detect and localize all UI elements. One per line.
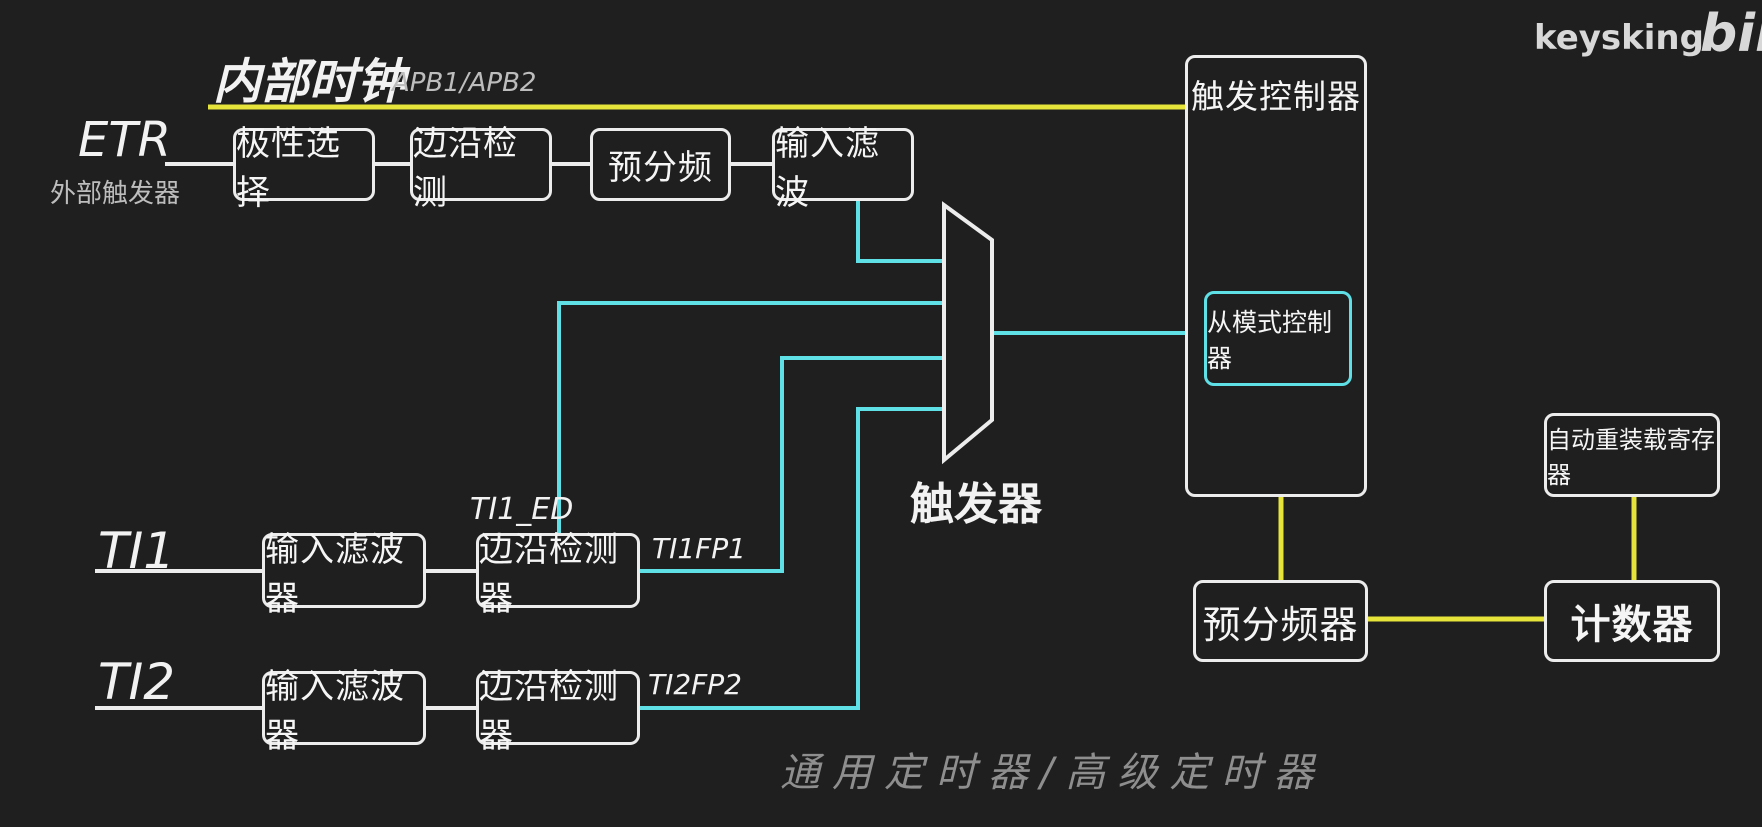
counter-box: 计数器 — [1544, 580, 1720, 662]
etr-input-filter-box: 输入滤波 — [772, 124, 914, 213]
internal-clock-title: 内部时钟 — [213, 54, 406, 110]
bili-logo: bili — [1700, 4, 1762, 64]
ti2fp2-wire — [640, 407, 967, 710]
trigger-mux-label: 触发器 — [910, 479, 1042, 530]
ti1-input-filter-box: 输入滤波器 — [262, 530, 426, 619]
auto-reload-register-box: 自动重装载寄存器 — [1544, 413, 1720, 497]
trigger-controller-title: 触发控制器 — [1191, 77, 1361, 116]
trigger-controller-box: 触发控制器 — [1185, 55, 1367, 497]
ti1fp1-label: TI1FP1 — [652, 532, 746, 565]
polarity-select-box: 极性选择 — [233, 124, 375, 213]
edge-detect-box: 边沿检测 — [410, 124, 552, 213]
ti1fp1-wire — [640, 356, 967, 573]
ti1-ed-wire — [557, 301, 967, 533]
ti2-input-filter-box: 输入滤波器 — [262, 667, 426, 756]
etr-label: ETR — [78, 112, 171, 168]
slave-mode-controller-box: 从模式控制器 — [1204, 291, 1352, 386]
etrf-wire — [856, 200, 967, 263]
ti1-ed-label: TI1_ED — [470, 492, 574, 527]
ti2-label: TI2 — [98, 653, 176, 711]
brand-watermark: keysking — [1534, 18, 1704, 58]
internal-clock-subtitle: APB1/APB2 — [392, 68, 537, 98]
ti1-label: TI1 — [98, 522, 176, 580]
etr-prescaler-box: 预分频 — [590, 128, 731, 201]
diagram-caption: 通用定时器/高级定时器 — [780, 750, 1326, 796]
trigger-mux-shape — [942, 201, 994, 465]
ti2fp2-label: TI2FP2 — [648, 668, 742, 701]
prescaler-box: 预分频器 — [1193, 580, 1368, 662]
etr-sublabel: 外部触发器 — [50, 179, 181, 209]
ti1-edge-detector-box: 边沿检测器 — [476, 530, 640, 619]
ti2-edge-detector-box: 边沿检测器 — [476, 667, 640, 756]
